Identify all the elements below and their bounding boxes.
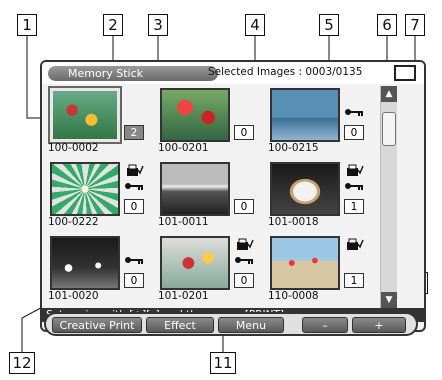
copy-count: 0 [344, 125, 364, 140]
copy-count: 0 [234, 199, 254, 214]
thumbnail-cell[interactable]: 1 101-0018 [268, 160, 370, 230]
arrow-down-icon[interactable]: ▼ [381, 292, 397, 308]
thumbnail-caption: 101-0018 [268, 216, 319, 228]
print-mark-icon [127, 164, 144, 176]
memory-stick-label: Memory Stick [48, 66, 218, 81]
thumbnail-image[interactable] [270, 236, 340, 290]
thumbnail-image[interactable] [50, 162, 120, 216]
copy-count: 0 [234, 273, 254, 288]
arrow-up-icon[interactable]: ▲ [381, 86, 397, 102]
thumbnail-cell[interactable]: 1 110-0008 [268, 234, 370, 304]
callout-12: 12 [9, 352, 35, 374]
thumbnail-image[interactable] [160, 236, 230, 290]
plus-button[interactable]: + [352, 317, 406, 333]
thumbnail-caption: 101-0020 [48, 290, 99, 302]
printer-lcd-screen: Memory Stick Selected Images : 0003/0135… [40, 60, 426, 332]
callout-7: 7 [405, 14, 425, 36]
copy-count: 1 [344, 273, 364, 288]
thumbnail-grid: 2 100-0002 0 100-0201 0 100-0215 0 100-0… [48, 86, 374, 308]
callout-3: 3 [148, 14, 168, 36]
print-mark-icon [347, 164, 364, 176]
copy-count: 0 [124, 273, 144, 288]
callout-4: 4 [245, 14, 265, 36]
scrollbar-thumb[interactable] [382, 112, 396, 146]
menu-button[interactable]: Menu [218, 317, 284, 333]
copy-count: 2 [124, 125, 144, 140]
thumbnail-image[interactable] [50, 88, 120, 142]
thumbnail-image[interactable] [160, 162, 230, 216]
print-mark-icon [347, 238, 364, 250]
minus-button[interactable]: – [302, 317, 348, 333]
thumbnail-image[interactable] [160, 88, 230, 142]
thumbnail-caption: 101-0201 [158, 290, 209, 302]
protect-key-icon [345, 183, 363, 190]
protect-key-icon [125, 257, 143, 264]
thumbnail-image[interactable] [270, 162, 340, 216]
protect-key-icon [125, 183, 143, 190]
thumbnail-cell[interactable]: 0 101-0011 [158, 160, 260, 230]
thumbnail-cell[interactable]: 0 101-0201 [158, 234, 260, 304]
callout-1: 1 [17, 14, 37, 36]
thumbnail-caption: 110-0008 [268, 290, 319, 302]
effect-button[interactable]: Effect [146, 317, 214, 333]
copy-count: 1 [344, 199, 364, 214]
thumbnail-cell[interactable]: 0 101-0020 [48, 234, 150, 304]
copy-count: 0 [234, 125, 254, 140]
thumbnail-caption: 100-0002 [48, 142, 99, 154]
thumbnail-caption: 101-0011 [158, 216, 209, 228]
creative-print-button[interactable]: Creative Print [52, 317, 142, 333]
callout-6: 6 [377, 14, 397, 36]
protect-key-icon [235, 257, 253, 264]
thumbnail-caption: 100-0222 [48, 216, 99, 228]
thumbnail-image[interactable] [270, 88, 340, 142]
button-bar: Creative Print Effect Menu – + [44, 312, 418, 336]
callout-2: 2 [103, 14, 123, 36]
thumbnail-cell[interactable]: 0 100-0201 [158, 86, 260, 156]
protect-key-icon [345, 109, 363, 116]
thumbnail-cell[interactable]: 0 100-0222 [48, 160, 150, 230]
callout-5: 5 [319, 14, 339, 36]
thumbnail-cell[interactable]: 2 100-0002 [48, 86, 150, 156]
thumbnail-caption: 100-0201 [158, 142, 209, 154]
selected-images-counter: Selected Images : 0003/0135 [208, 66, 363, 78]
thumbnail-caption: 100-0215 [268, 142, 319, 154]
callout-11: 11 [210, 352, 236, 374]
copy-count: 0 [124, 199, 144, 214]
top-status-bar: Memory Stick Selected Images : 0003/0135 [42, 62, 424, 84]
thumbnail-preview-frame [394, 65, 416, 81]
print-mark-icon [237, 238, 254, 250]
scrollbar[interactable]: ▲ ▼ [380, 86, 397, 308]
thumbnail-image[interactable] [50, 236, 120, 290]
thumbnail-cell[interactable]: 0 100-0215 [268, 86, 370, 156]
